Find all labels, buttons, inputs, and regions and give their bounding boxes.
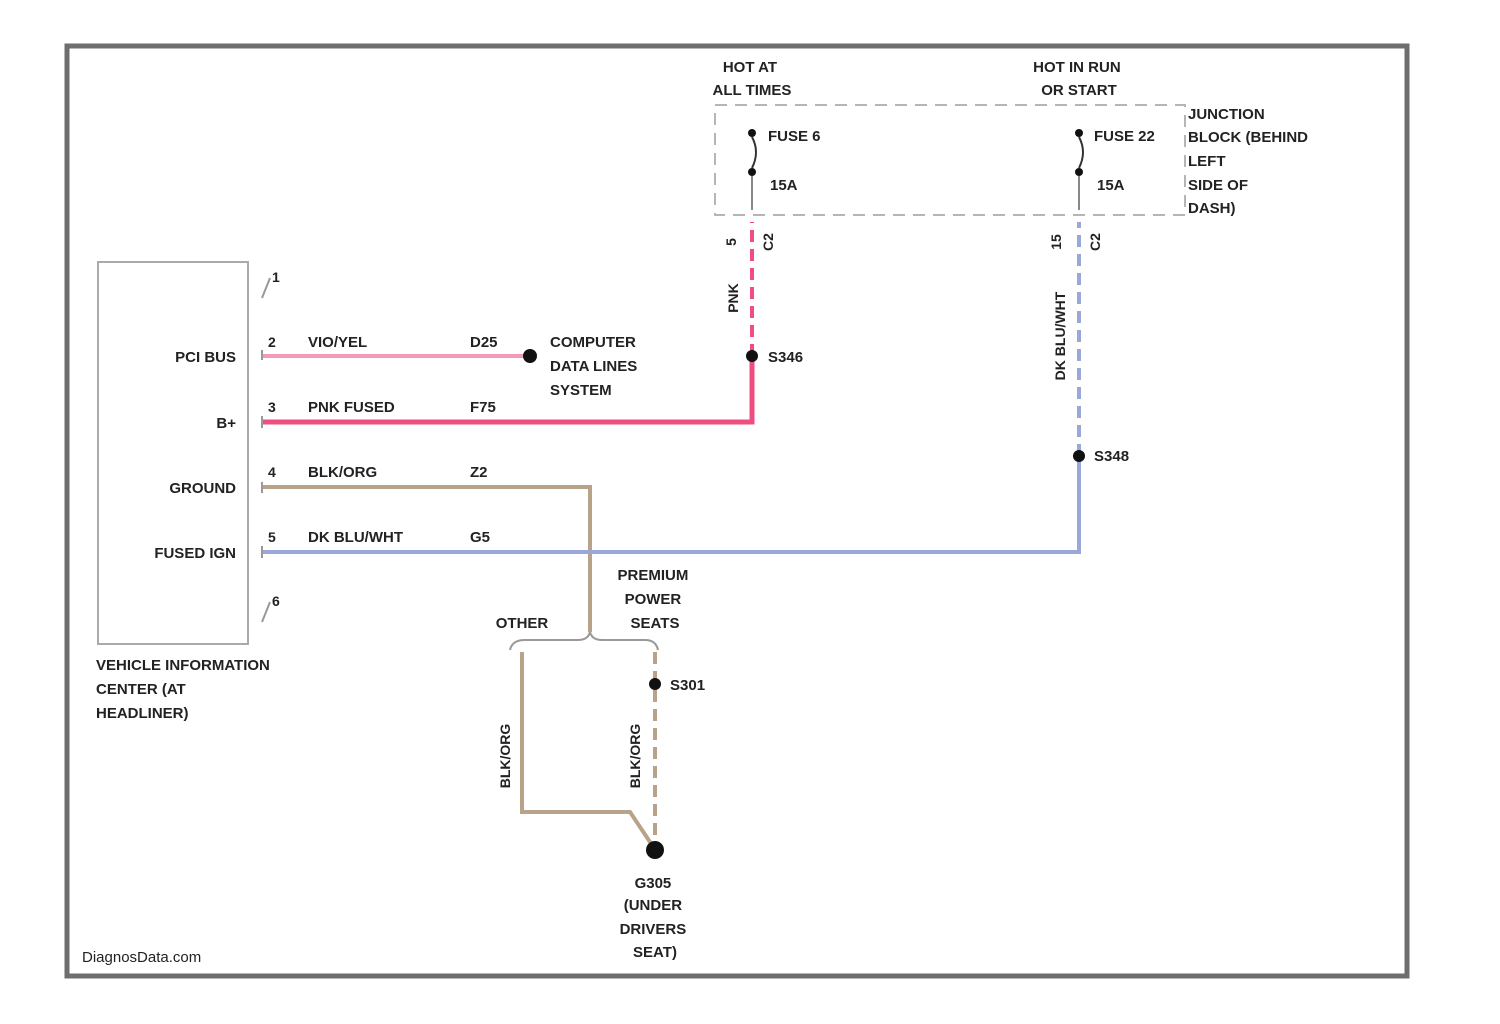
- wire-label-blk-org: BLK/ORG: [308, 464, 377, 481]
- pin-number-5: 5: [268, 529, 276, 545]
- pin-label-pci-bus: PCI BUS: [175, 349, 236, 366]
- pin-number-2: 2: [268, 334, 276, 350]
- option-other-label: OTHER: [496, 615, 549, 632]
- circuit-z2: Z2: [470, 464, 488, 481]
- circuit-d25: D25: [470, 334, 498, 351]
- fuse-22-cavity: C2: [1087, 233, 1103, 251]
- fuse-6-rating: 15A: [770, 177, 798, 194]
- pnk-wire-label: PNK: [725, 283, 741, 313]
- fuse-6-terminal: 5: [723, 238, 739, 246]
- splice-s348-label: S348: [1094, 448, 1129, 465]
- vehicle-info-center-module: [98, 262, 248, 644]
- blu-wire-label: DK BLU/WHT: [1052, 291, 1068, 380]
- splice-s301-label: S301: [670, 677, 705, 694]
- circuit-g5: G5: [470, 529, 490, 546]
- fuse-6-cavity: C2: [760, 233, 776, 251]
- other-wire-label: BLK/ORG: [497, 724, 513, 789]
- pin-number-3: 3: [268, 399, 276, 415]
- data-link-connector: [523, 349, 537, 363]
- fuse-6-name: FUSE 6: [768, 128, 821, 145]
- pin-number-6: 6: [272, 593, 280, 609]
- fuse-22-terminal: 15: [1048, 234, 1064, 250]
- pin-label-b-plus: B+: [216, 415, 236, 432]
- wire-label-vio-yel: VIO/YEL: [308, 334, 367, 351]
- pin-number-4: 4: [268, 464, 276, 480]
- pin-label-fused-ign: FUSED IGN: [154, 545, 236, 562]
- wire-label-pnk-fused: PNK FUSED: [308, 399, 395, 416]
- watermark: DiagnosData.com: [82, 949, 201, 966]
- splice-s301-node: [649, 678, 661, 690]
- fuse-22-name: FUSE 22: [1094, 128, 1155, 145]
- premium-wire-label: BLK/ORG: [627, 724, 643, 789]
- pin-label-ground: GROUND: [169, 480, 236, 497]
- splice-s346-label: S346: [768, 349, 803, 366]
- pin-number-1: 1: [272, 269, 280, 285]
- circuit-f75: F75: [470, 399, 496, 416]
- fuse-22-rating: 15A: [1097, 177, 1125, 194]
- ground-g305-node: [646, 841, 664, 859]
- wire-label-dk-blu-wht: DK BLU/WHT: [308, 529, 403, 546]
- splice-s346-node: [746, 350, 758, 362]
- splice-s348-node: [1073, 450, 1085, 462]
